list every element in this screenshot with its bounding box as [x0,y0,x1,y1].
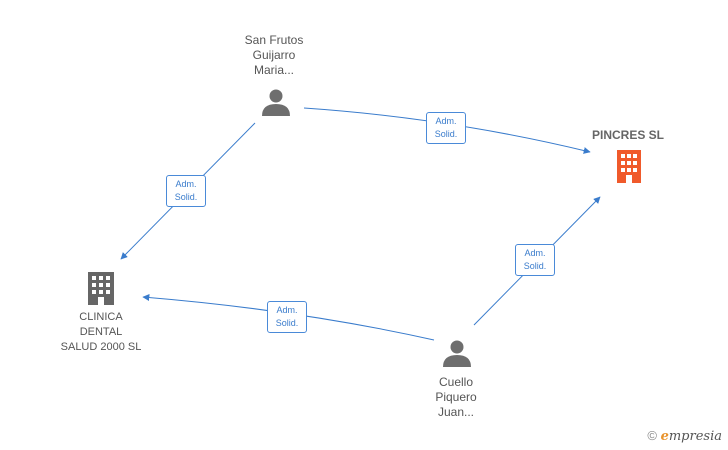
relation-badge[interactable]: Adm. Solid. [267,301,307,333]
relation-badge-line1: Adm. [524,248,546,258]
person-bottom-name-line3: Juan... [437,405,475,419]
relation-badge[interactable]: Adm. Solid. [426,112,466,144]
company-left-line3: SALUD 2000 SL [60,341,142,353]
company-main-title: PINCRES SL [591,128,664,142]
person-bottom-name-line2: Piquero [435,390,477,404]
relation-badge-line2: Solid. [434,129,458,139]
company-left-line1: CLINICA [79,311,123,323]
building-icon[interactable] [88,272,114,305]
building-icon[interactable] [617,150,641,183]
person-top-name-line1: San Frutos [244,33,304,47]
relation-badge[interactable]: Adm. Solid. [166,175,206,207]
person-icon[interactable] [262,89,290,117]
person-icon[interactable] [443,340,471,368]
copyright-symbol: © [647,428,657,443]
relation-badge-line1: Adm. [435,116,457,126]
relation-badge-line2: Solid. [174,192,198,202]
brand-logo-initial: e [660,429,669,444]
brand-watermark: © empresia [647,428,722,444]
person-top-name-line3: Maria... [253,63,294,77]
relation-badge-line2: Solid. [523,261,547,271]
relation-badge-line1: Adm. [276,305,298,315]
relation-badge[interactable]: Adm. Solid. [515,244,555,276]
relation-badge-line1: Adm. [175,179,197,189]
person-bottom-name[interactable]: Cuello Piquero Juan... [408,375,504,420]
person-top-name[interactable]: San Frutos Guijarro Maria... [226,33,322,78]
relation-badge-line2: Solid. [275,318,299,328]
brand-logo: empresia [661,429,722,444]
company-main-name[interactable]: PINCRES SL [576,128,680,143]
company-left-line2: DENTAL [79,326,123,338]
brand-logo-rest: mpresia [668,429,722,444]
person-top-name-line2: Guijarro [252,48,296,62]
person-bottom-name-line1: Cuello [438,375,474,389]
company-left-name[interactable]: CLINICA DENTAL SALUD 2000 SL [46,310,156,355]
